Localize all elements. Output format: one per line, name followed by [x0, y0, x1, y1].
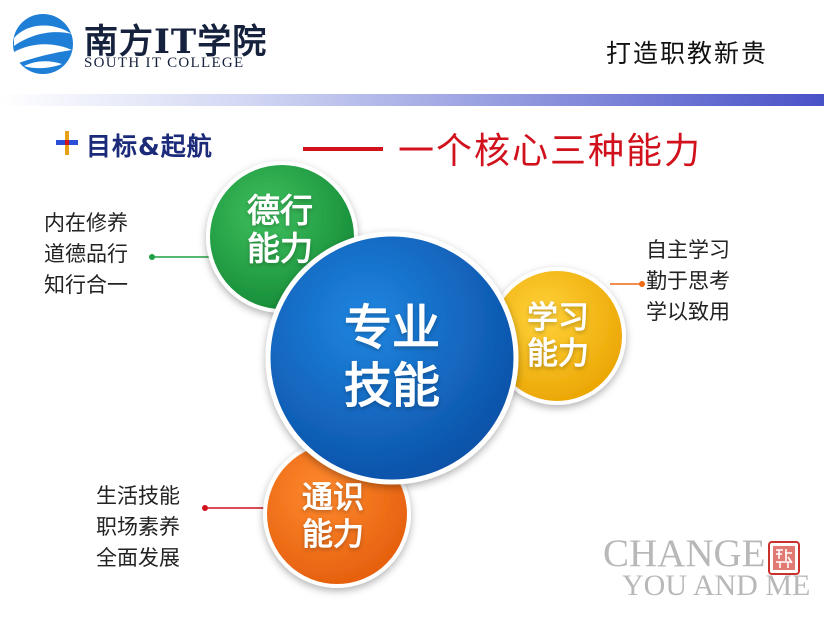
list-item: 内在修养 [44, 211, 128, 235]
professional-skill-label: 专业 技能 [276, 299, 508, 415]
general-label-line1: 通识 [302, 480, 364, 516]
center-label-line2: 技能 [343, 358, 440, 414]
general-label-line2: 能力 [302, 517, 364, 553]
moral-label-line2: 能力 [247, 229, 313, 268]
connector-general [202, 505, 266, 511]
headline-dash [303, 147, 383, 151]
school-name-cn: 南方IT学院 [84, 22, 268, 62]
moral-label-line1: 德行 [247, 191, 313, 230]
push-pin-icon [56, 131, 78, 155]
list-item: 全面发展 [96, 546, 180, 570]
list-item: 知行合一 [44, 273, 128, 297]
list-item: 自主学习 [646, 238, 730, 262]
list-item: 学以致用 [646, 300, 730, 324]
center-label-line1: 专业 [343, 300, 440, 356]
study-items-list: 自主学习 勤于思考 学以致用 [646, 235, 730, 328]
connector-moral [149, 254, 214, 260]
moral-ability-label: 德行 能力 [220, 192, 340, 268]
headline-text: 一个核心三种能力 [398, 131, 703, 172]
header-divider [0, 94, 824, 106]
connector-study [610, 281, 645, 287]
slogan-text: 打造职教新贵 [606, 39, 769, 68]
red-seal-icon [768, 541, 800, 575]
school-name-en: SOUTH IT COLLEGE [84, 55, 245, 71]
section-title: 目标&起航 [86, 132, 213, 161]
general-ability-label: 通识 能力 [273, 480, 393, 554]
study-label-line2: 能力 [527, 336, 589, 372]
study-label-line1: 学习 [527, 300, 589, 336]
study-ability-label: 学习 能力 [497, 300, 619, 372]
watermark-change: CHANGE [603, 532, 766, 575]
list-item: 勤于思考 [646, 269, 730, 293]
general-items-list: 生活技能 职场素养 全面发展 [96, 481, 180, 574]
list-item: 生活技能 [96, 484, 180, 508]
college-logo-icon [13, 14, 73, 74]
moral-items-list: 内在修养 道德品行 知行合一 [44, 208, 128, 301]
circle-center [265, 231, 519, 485]
list-item: 职场素养 [96, 515, 180, 539]
list-item: 道德品行 [44, 242, 128, 266]
